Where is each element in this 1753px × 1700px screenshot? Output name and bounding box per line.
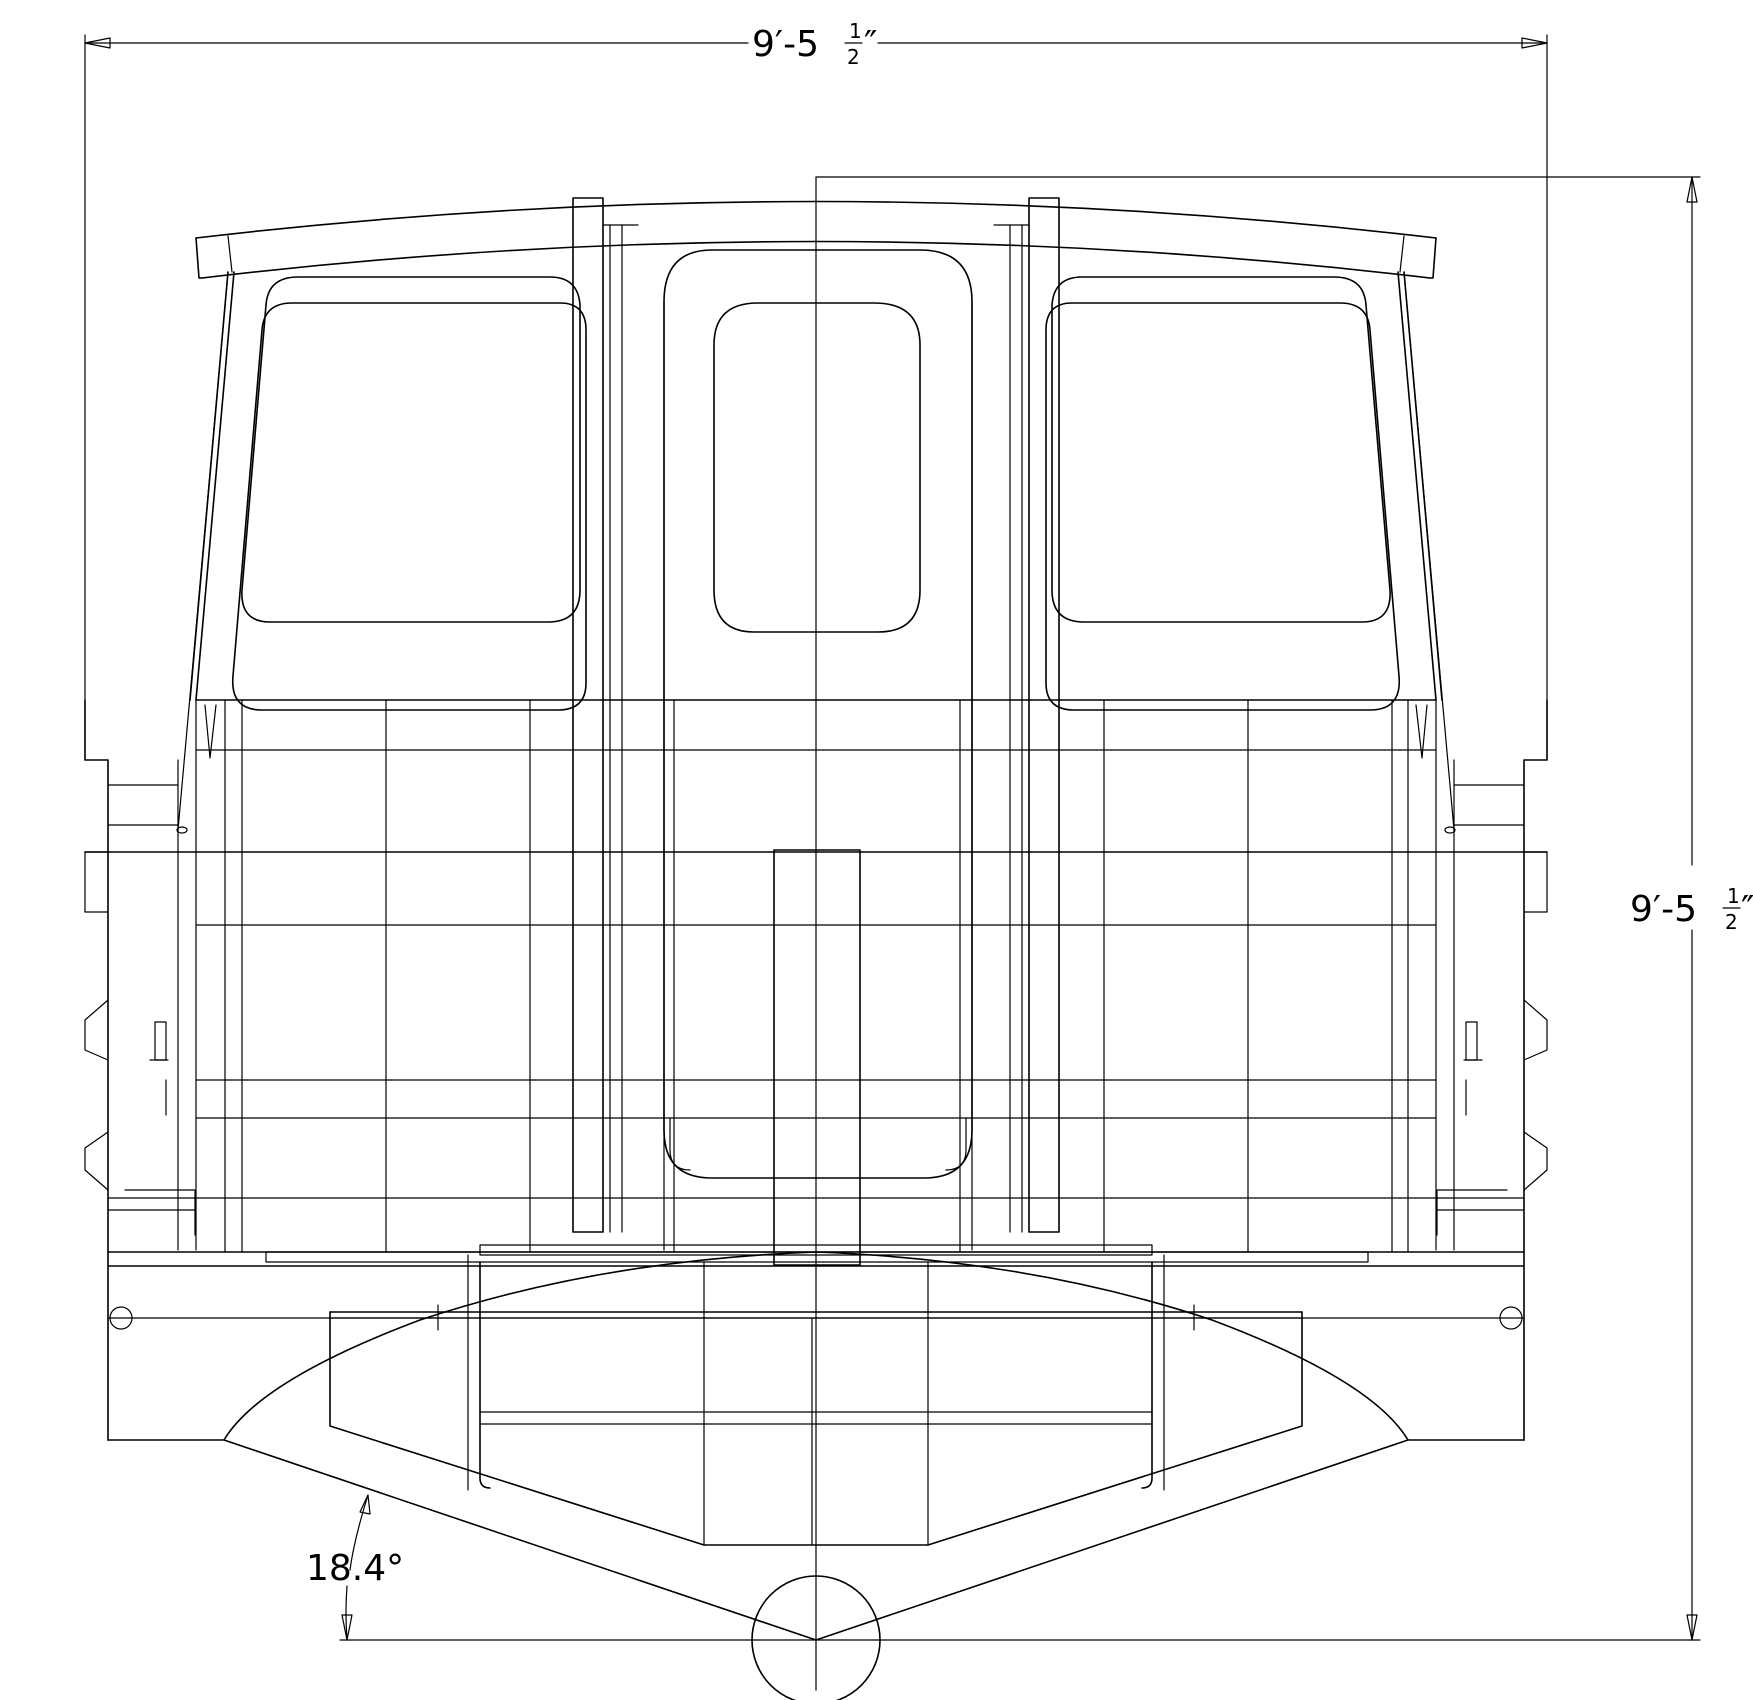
- width-dim-inch-mark: ″: [864, 24, 877, 65]
- door-handle-panel: [773, 849, 861, 1266]
- center-window: [713, 302, 921, 633]
- height-dimension: 9′-5 1 2 ″: [339, 176, 1753, 1641]
- left-post-inner: [195, 271, 235, 701]
- right-post-pin: [1444, 826, 1456, 834]
- right-deck-lines: [1453, 784, 1525, 826]
- right-rubrail: [1523, 851, 1548, 913]
- deck-hatch-sides: [479, 1261, 1153, 1489]
- left-cleat-upper: [84, 999, 109, 1061]
- left-deck-lines: [107, 784, 179, 826]
- left-fitting-base: [149, 1059, 169, 1116]
- right-hull-outer: [1523, 699, 1548, 1441]
- right-window-outer: [1045, 302, 1401, 711]
- right-window-inner: [1051, 276, 1391, 623]
- deck-plate: [265, 1251, 1369, 1263]
- angle-dimension: 18.4°: [306, 1494, 404, 1641]
- right-cleat-lower: [1523, 1131, 1548, 1191]
- left-cleat-lower: [84, 1131, 109, 1191]
- left-post-extension: [177, 271, 229, 831]
- roof-inner-curve: [201, 240, 1431, 279]
- roof-outer-curve: [195, 200, 1437, 239]
- bow-inner-hull-outline: [329, 1311, 1303, 1546]
- right-post-inner: [1397, 271, 1437, 701]
- right-pillar: [1028, 197, 1060, 1233]
- right-fitting-base: [1463, 1059, 1483, 1116]
- angle-arrow-lower: [341, 1614, 353, 1641]
- left-fitting: [154, 1021, 167, 1061]
- angle-arc-upper: [349, 1494, 369, 1571]
- roof-right-edge-detail: [1399, 235, 1405, 273]
- door-lower-left-curve: [669, 1117, 691, 1171]
- right-post-extension: [1403, 271, 1455, 831]
- height-arrow-top: [1686, 176, 1698, 203]
- left-step-outline: [124, 1189, 196, 1236]
- bow-flare-curve: [107, 1251, 1525, 1441]
- cabin-side-posts: [177, 271, 1455, 831]
- height-dim-whole: 9′-5: [1630, 889, 1697, 930]
- angle-arc-lower: [345, 1585, 348, 1641]
- right-navigation-light: [1499, 1306, 1523, 1330]
- center-door: [663, 249, 973, 1266]
- width-dim-numerator: 1: [849, 19, 862, 43]
- keel-circle: [751, 1575, 881, 1700]
- deck-hatch-lip: [479, 1244, 1153, 1256]
- hull-deadrise-vee: [223, 1439, 1409, 1641]
- roof-right-end: [1429, 237, 1437, 279]
- door-lower-right-curve: [945, 1117, 967, 1171]
- right-post-foot: [1415, 704, 1428, 759]
- cabin-roof: [195, 200, 1437, 279]
- right-cleat-upper: [1523, 999, 1548, 1061]
- door-outline: [663, 249, 973, 1179]
- width-dim-denominator: 2: [847, 45, 860, 69]
- left-navigation-light: [109, 1306, 133, 1330]
- hull-sides: [84, 699, 1548, 1441]
- height-dim-inch-mark: ″: [1741, 889, 1753, 930]
- roof-left-end: [195, 237, 203, 279]
- height-dim-numerator: 1: [1727, 884, 1740, 908]
- height-dim-denominator: 2: [1725, 910, 1738, 934]
- width-dimension: 9′-5 1 2 ″: [84, 19, 1548, 701]
- width-arrow-right: [1521, 37, 1548, 49]
- angle-arrow-upper: [359, 1494, 371, 1515]
- roof-left-edge-detail: [227, 235, 233, 273]
- left-post-foot: [204, 704, 217, 759]
- width-dim-whole: 9′-5: [752, 24, 819, 65]
- cabin-pillars: [572, 197, 1060, 1233]
- left-rubrail: [84, 851, 109, 913]
- hull-bottom: [107, 1251, 1525, 1700]
- left-hull-outer: [84, 699, 109, 1441]
- left-post-pin: [176, 826, 188, 834]
- height-arrow-bottom: [1686, 1614, 1698, 1641]
- left-lower-rail: [107, 1197, 197, 1211]
- right-fitting: [1465, 1021, 1478, 1061]
- right-lower-rail: [1435, 1197, 1525, 1211]
- cabin-windows: [231, 276, 1401, 711]
- width-arrow-left: [84, 37, 111, 49]
- angle-dim-label: 18.4°: [306, 1548, 404, 1589]
- right-step-outline: [1436, 1189, 1508, 1236]
- left-window-inner: [241, 276, 581, 623]
- left-pillar: [572, 197, 604, 1233]
- left-window-outer: [231, 302, 587, 711]
